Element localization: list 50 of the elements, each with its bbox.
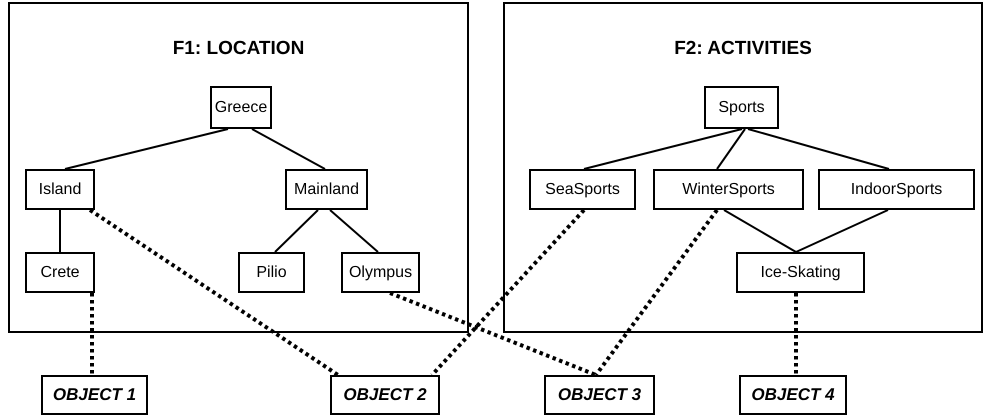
dotted-connector (430, 208, 586, 376)
dotted-connector (389, 291, 597, 377)
node-label: SeaSports (545, 180, 620, 198)
category-box (25, 252, 95, 293)
category-box (736, 252, 865, 293)
category-box (285, 169, 368, 210)
node-label: Olympus (348, 264, 412, 282)
node-label: OBJECT 2 (343, 385, 427, 405)
node-label: OBJECT 1 (52, 385, 136, 405)
node-label: Mainland (294, 180, 359, 198)
node-label: Crete (40, 264, 80, 282)
node-label: Pilio (256, 264, 287, 282)
node-label: OBJECT 4 (751, 385, 835, 405)
facet-panel (8, 2, 469, 333)
node-label: Sports (718, 98, 765, 116)
dotted-connector (794, 293, 798, 375)
node-label: Greece (214, 98, 268, 116)
node-label: Island (38, 180, 82, 198)
connector-line (329, 209, 379, 253)
connector-line (274, 209, 319, 253)
connector-line (64, 128, 228, 170)
category-box (818, 169, 975, 210)
connector-line (796, 209, 888, 253)
node-label: Ice-Skating (760, 264, 841, 282)
object-box (739, 375, 847, 415)
dotted-connector (594, 208, 719, 376)
object-box (41, 375, 148, 415)
connector-line (252, 128, 326, 170)
object-box (330, 375, 440, 415)
node-label: OBJECT 3 (558, 385, 642, 405)
connector-line (59, 210, 61, 252)
facet-panel (503, 2, 983, 333)
connector-line (724, 209, 796, 253)
facet-title: F1: LOCATION (172, 38, 306, 60)
node-label: IndoorSports (850, 180, 942, 198)
category-box (529, 169, 636, 210)
category-box (341, 252, 420, 293)
category-box (25, 169, 95, 210)
node-label: WinterSports (682, 180, 775, 198)
facet-title: F2: ACTIVITIES (673, 38, 813, 60)
dotted-connector (90, 293, 94, 375)
category-box (210, 86, 272, 129)
category-box (653, 169, 804, 210)
connector-line (716, 128, 746, 170)
category-box (704, 86, 779, 129)
object-box (544, 375, 655, 415)
dotted-connector (88, 208, 340, 377)
connector-line (584, 128, 742, 170)
category-box (238, 252, 305, 293)
connector-line (748, 128, 890, 170)
